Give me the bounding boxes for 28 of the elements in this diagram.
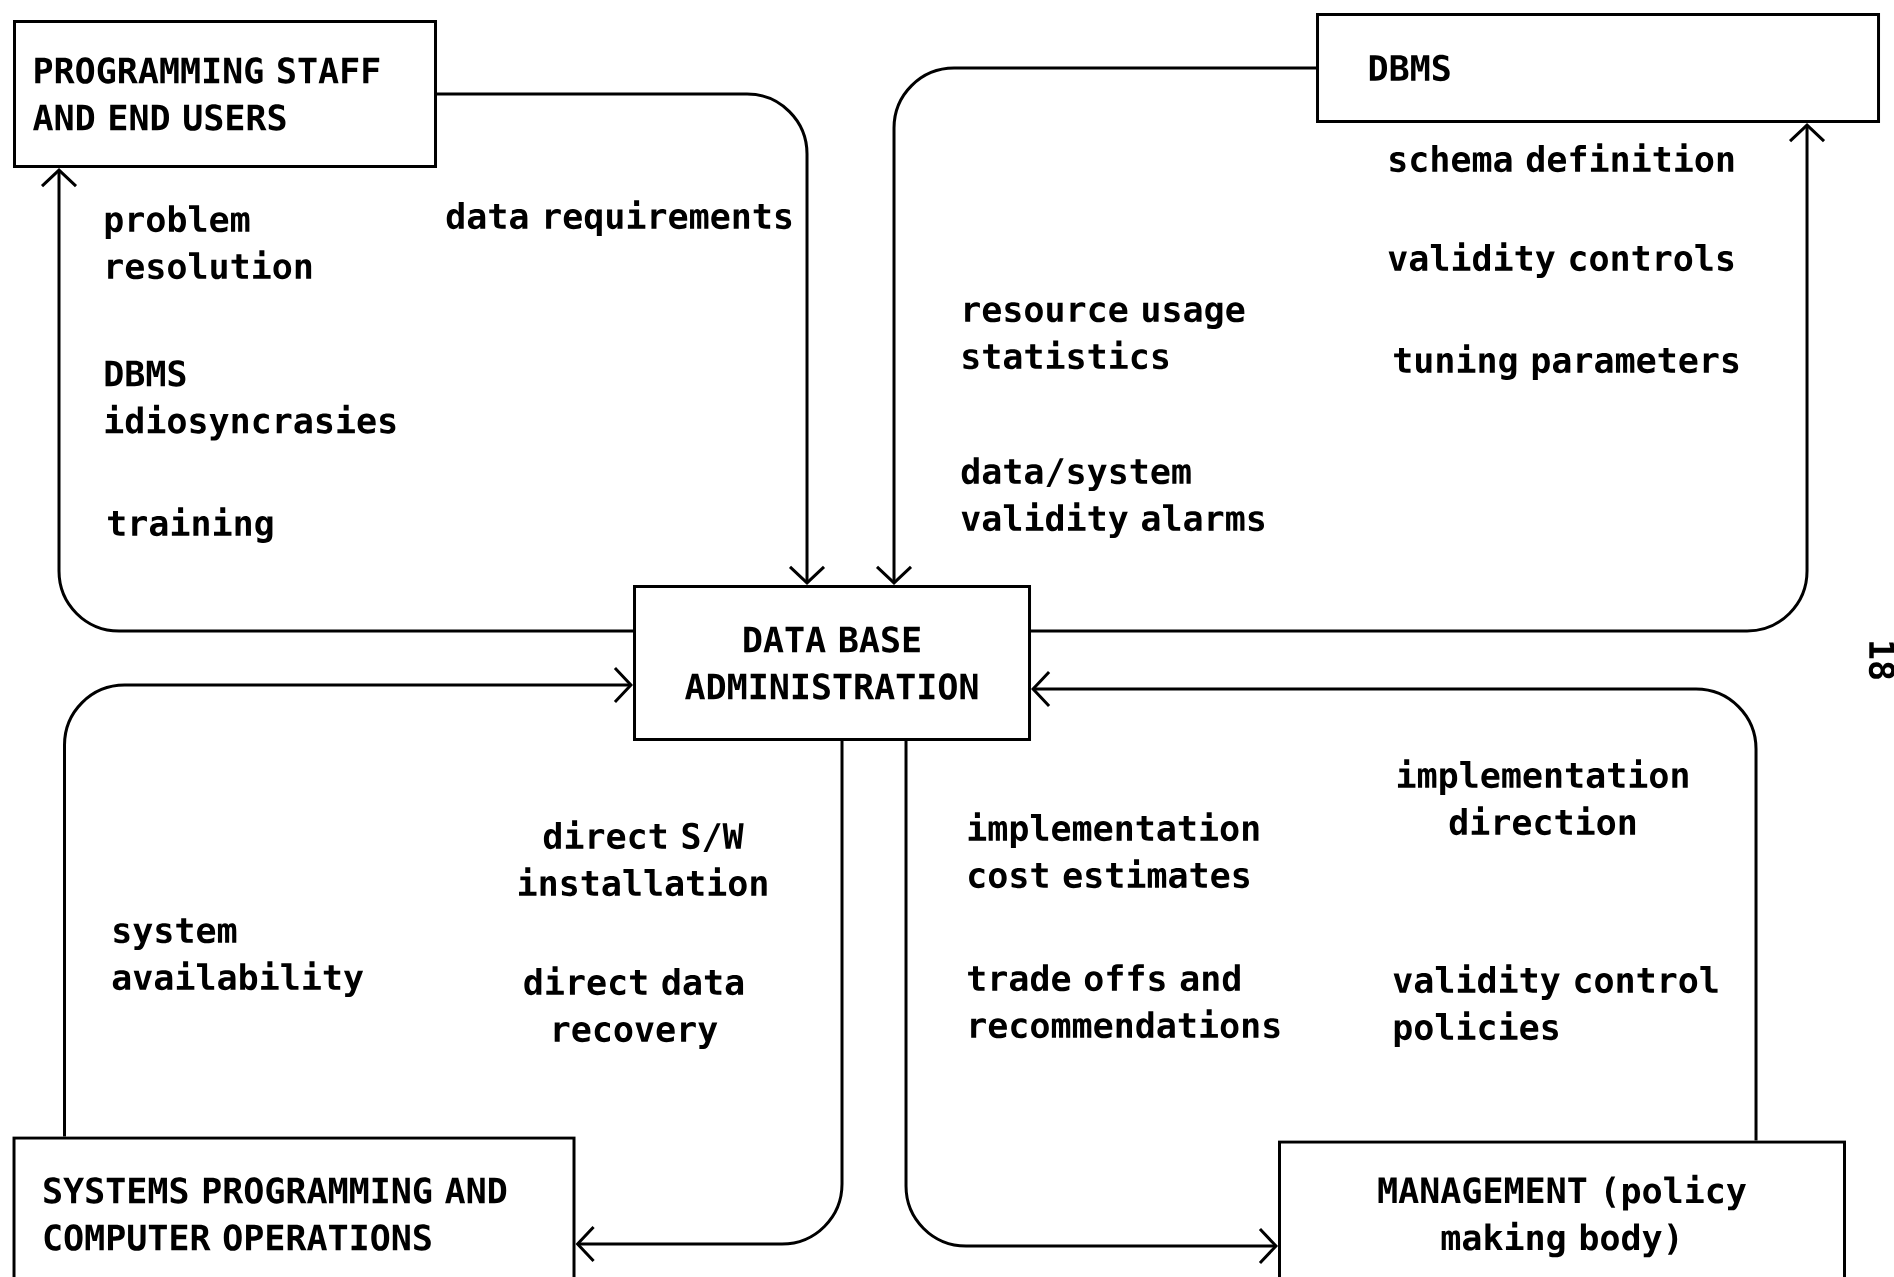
box: DBMS bbox=[1316, 13, 1881, 123]
arrow bbox=[1031, 123, 1826, 633]
flow-label: training bbox=[108, 507, 273, 543]
flow-label: data/system validity alarms bbox=[961, 457, 1264, 539]
arrow bbox=[876, 66, 1316, 585]
box: PROGRAMMING STAFF AND END USERS bbox=[13, 20, 437, 168]
arrow bbox=[575, 741, 844, 1263]
arrow bbox=[63, 667, 633, 1137]
flow-label: DBMS idiosyncrasies bbox=[105, 360, 396, 441]
box: MANAGEMENT (policy making body) bbox=[1278, 1140, 1847, 1277]
flow-label: problem resolution bbox=[105, 205, 312, 280]
flow-label: direct data recovery bbox=[524, 966, 744, 1049]
flow-label: data requirements bbox=[446, 200, 792, 236]
flow-label: implementation direction bbox=[1397, 759, 1688, 836]
flow-label: validity control policies bbox=[1393, 964, 1718, 1047]
arrow bbox=[40, 168, 633, 633]
flow-label: resource usage statistics bbox=[963, 302, 1245, 370]
box: SYSTEMS PROGRAMMING AND COMPUTER OPERATIONS bbox=[12, 1136, 576, 1277]
flow-label: validity controls bbox=[1388, 242, 1734, 278]
box: DATA BASE ADMINISTRATION bbox=[633, 585, 1031, 741]
flow-label: tuning parameters bbox=[1394, 344, 1739, 380]
flow-label: trade offs and recommendations bbox=[968, 964, 1280, 1039]
arrow bbox=[904, 741, 1279, 1265]
flow-label: system availability bbox=[112, 918, 364, 998]
arrow bbox=[1031, 671, 1758, 1141]
flow-label: implementation cost estimates bbox=[968, 812, 1259, 889]
flow-label: direct S/W installation bbox=[519, 820, 767, 897]
arrow bbox=[437, 92, 826, 585]
